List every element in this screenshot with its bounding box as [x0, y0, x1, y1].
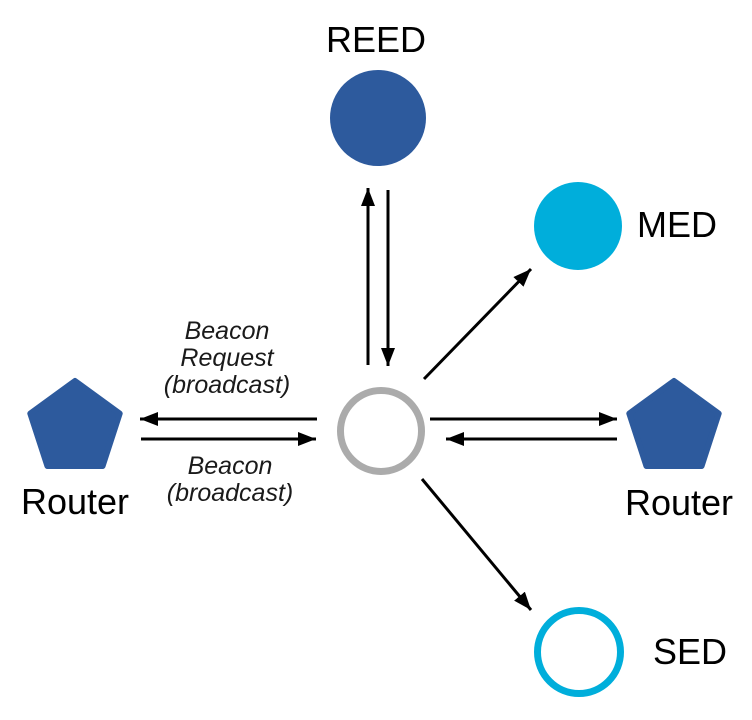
router-right-label: Router — [624, 482, 734, 523]
sed-node — [534, 607, 624, 697]
router-left-label: Router — [20, 481, 130, 522]
arrow-joiner-to-med — [422, 267, 533, 381]
joiner-node — [337, 387, 425, 475]
router-right-node — [626, 378, 722, 469]
arrow-group — [140, 188, 617, 611]
sed-label: SED — [653, 631, 728, 672]
med-label: MED — [637, 204, 717, 245]
reed-label: REED — [325, 19, 427, 60]
reed-node — [330, 70, 426, 166]
beacon-request-label: Beacon Request (broadcast) — [163, 317, 291, 399]
router-left-node — [27, 378, 123, 469]
med-node — [534, 182, 622, 270]
beacon-label: Beacon (broadcast) — [166, 452, 294, 507]
arrow-joiner-to-sed — [420, 478, 533, 611]
